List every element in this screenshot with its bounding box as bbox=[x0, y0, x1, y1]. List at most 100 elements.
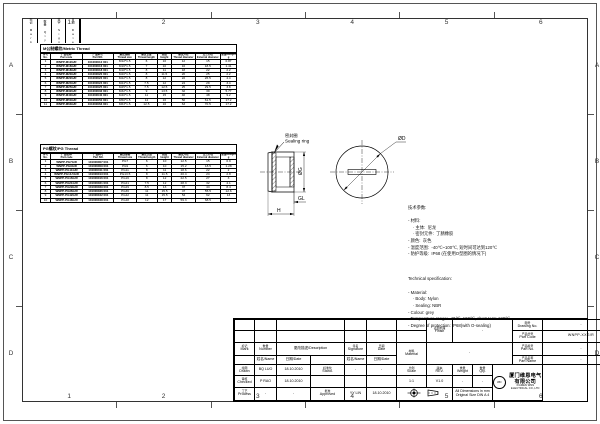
rev-date-header: 日期 Date bbox=[366, 341, 397, 356]
zone-number-bottom: 2 bbox=[161, 393, 166, 400]
data-cell: 4.1 bbox=[220, 180, 237, 186]
data-cell: 22 bbox=[194, 67, 222, 74]
zone-tick bbox=[588, 306, 594, 307]
rev-date-header-cn: 日期 bbox=[378, 344, 385, 349]
tech-spec-line: · 密封元件: 丁腈橡胶 bbox=[408, 231, 454, 237]
rev-date-header-en: Date bbox=[377, 347, 386, 352]
zone-letter-left: D bbox=[8, 350, 14, 357]
data-cell: 2.2 bbox=[220, 67, 237, 74]
data-cell: 5 bbox=[39, 76, 52, 82]
drawing-no-label: 图号 Drawing No. bbox=[512, 318, 543, 332]
rev-blank bbox=[396, 330, 427, 343]
data-cell: 3.4 bbox=[220, 80, 237, 86]
role-label-checked: 审核 Checked bbox=[234, 375, 255, 388]
part-code-value: WNPP-XXG/R bbox=[542, 330, 600, 343]
zone-letter-left: B bbox=[8, 158, 14, 165]
zone-tick bbox=[493, 402, 495, 408]
company-logo-block: WN 厦门维恩电气有限公司 XIAMEN WNN ELECTRICAL CO.,… bbox=[492, 364, 543, 401]
data-cell: 32 bbox=[194, 180, 222, 186]
tech-spec-line: · Body: Nylon bbox=[408, 296, 439, 302]
data-cell: 12.5 bbox=[135, 101, 158, 108]
zone-tick bbox=[116, 12, 118, 18]
rev-description-header-text: 更改描述/Description bbox=[293, 345, 328, 350]
data-cell: 17 bbox=[156, 197, 173, 203]
zone-number-top: 1 bbox=[67, 19, 71, 26]
company-name-cn: 厦门维恩电气有限公司 bbox=[509, 373, 542, 385]
data-cell: 22 bbox=[194, 167, 222, 174]
rev-mark-header-cn: 标记 bbox=[241, 344, 248, 349]
drawing-no-label-cn: 图号 bbox=[524, 320, 531, 325]
name-subheader: 姓名/Name bbox=[254, 354, 277, 366]
sheet-outer-frame bbox=[3, 3, 597, 421]
data-cell: 7.5 bbox=[135, 84, 158, 91]
part-name-value: - bbox=[542, 354, 600, 366]
data-cell: 7 bbox=[39, 84, 52, 91]
role-name-checked: P RAO bbox=[254, 375, 277, 388]
role-name-process: - bbox=[254, 386, 277, 402]
role-label-approved-cn: 批准 bbox=[324, 389, 331, 394]
data-cell: 6 bbox=[39, 80, 52, 86]
first-angle-projection-icon bbox=[407, 388, 438, 398]
date-subheader: 日期/Date bbox=[366, 354, 397, 366]
data-cell: 2.8 bbox=[220, 172, 237, 178]
qty-label-en: Qty. bbox=[479, 368, 486, 373]
data-cell: 24 bbox=[171, 80, 196, 86]
finish-value: - bbox=[452, 319, 513, 343]
data-cell: 2 bbox=[39, 63, 52, 69]
data-cell: 25 bbox=[194, 72, 222, 78]
pg-table-title: PG螺纹/PG Thread bbox=[40, 144, 237, 153]
role-date-drawn: 18.10.2010 bbox=[276, 364, 311, 377]
drawing-no-label-en: Drawing No. bbox=[517, 323, 538, 328]
rev-blank bbox=[396, 318, 427, 332]
rev-blank bbox=[366, 318, 397, 332]
data-cell: 12 bbox=[135, 197, 158, 203]
technical-drawing-views: 密封圈 Sealing ring ØG GL H bbox=[250, 130, 430, 240]
data-cell: 9 bbox=[39, 93, 52, 99]
rev-blank bbox=[366, 375, 397, 388]
data-cell: 3.8 bbox=[220, 84, 237, 91]
tech-spec-line: - Material: bbox=[408, 289, 428, 295]
rev-blank bbox=[344, 318, 367, 332]
data-cell: M20*1.5 bbox=[113, 72, 137, 78]
weight-label-en: Weight bbox=[456, 368, 469, 373]
data-cell: 18.6 bbox=[171, 167, 196, 174]
zone-number-top: 4 bbox=[350, 19, 354, 26]
data-cell: 13 bbox=[220, 193, 237, 199]
data-cell: 50 bbox=[171, 97, 196, 103]
tech-spec-cn-lines: - 材料: · 主体: 尼龙 · 密封元件: 丁腈橡胶- 颜色: 灰色- 温度范… bbox=[408, 218, 588, 258]
data-cell: 6 bbox=[135, 163, 158, 169]
part-code-cell: WNPP-PG48G/R bbox=[49, 197, 84, 203]
scale-label-cn: 比例 bbox=[408, 365, 415, 370]
rev-blank bbox=[276, 318, 345, 332]
finish-label-cn: 表面处理 bbox=[433, 326, 446, 331]
date-subheader: 日期/Date bbox=[276, 354, 311, 366]
material-label-cn: 材料 bbox=[408, 348, 415, 353]
scale-label: 比例 Scale bbox=[396, 364, 427, 377]
zone-tick bbox=[493, 12, 495, 18]
zone-letter-right: B bbox=[594, 158, 600, 165]
name-subheader-text: 姓名/Name bbox=[346, 357, 365, 362]
data-cell: 11 bbox=[135, 189, 158, 195]
zone-tick bbox=[399, 12, 401, 18]
zone-tick bbox=[305, 12, 306, 18]
data-cell: 8 bbox=[135, 76, 158, 82]
data-cell: 39 bbox=[194, 89, 222, 95]
rev-value: V1.0 bbox=[426, 375, 453, 388]
projection-symbol bbox=[396, 386, 453, 402]
part-no-cell: 101000048 001 bbox=[82, 197, 115, 203]
data-cell: 22.5 bbox=[171, 176, 196, 182]
data-cell: 5.77 bbox=[220, 89, 237, 95]
data-cell: 1.28 bbox=[220, 163, 237, 169]
rev-blank bbox=[344, 375, 367, 388]
data-cell: 7 bbox=[135, 63, 158, 69]
role-label-process-en: Process bbox=[238, 392, 251, 397]
revision-header-label: 日期 Date bbox=[71, 18, 75, 44]
data-cell: 54 bbox=[171, 193, 196, 199]
